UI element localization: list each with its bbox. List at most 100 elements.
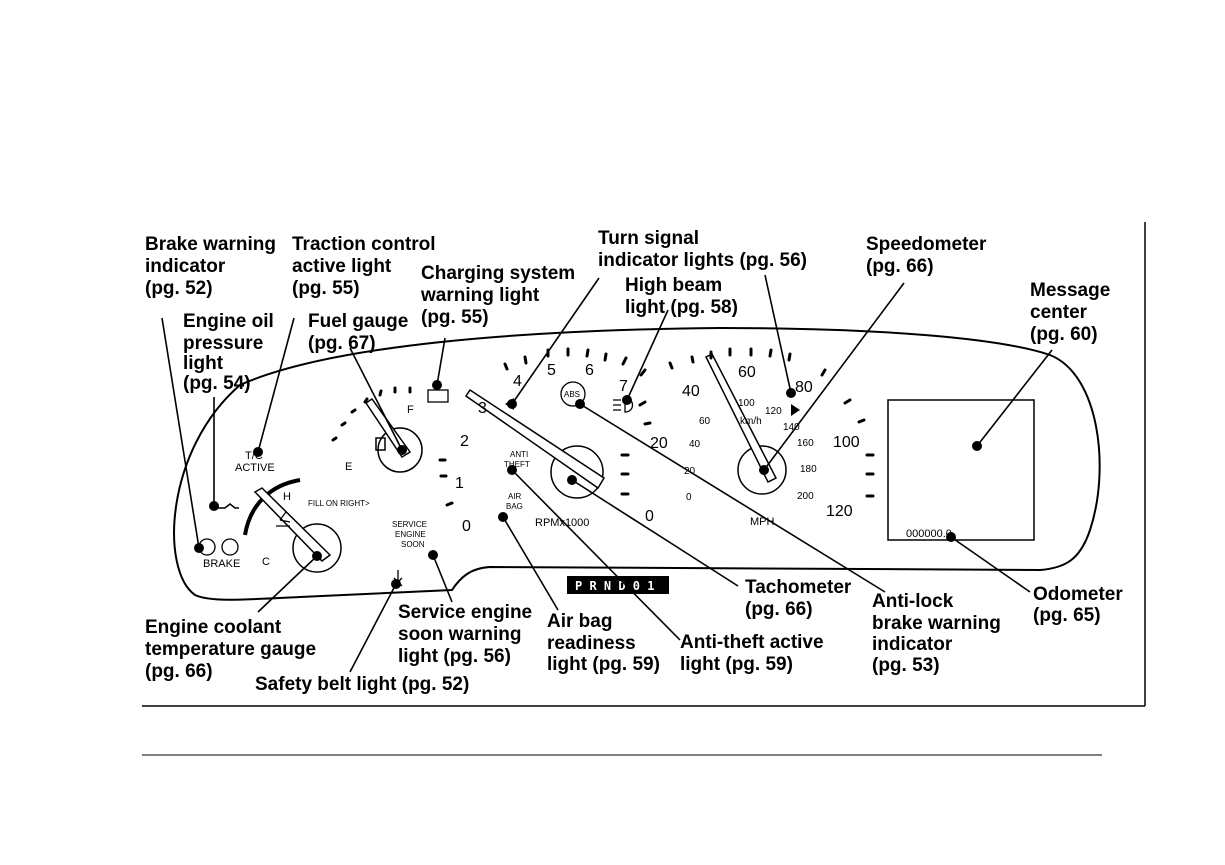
callout-charging-system: Charging system warning light (pg. 55) xyxy=(420,263,580,328)
leader-fuel-gauge xyxy=(349,347,403,451)
leader-dot xyxy=(946,532,956,542)
temp-cold-label: C xyxy=(262,556,270,568)
speedometer: 0 20 40 60 80 100 120 0 20 40 60 100 120… xyxy=(645,347,875,528)
air-bag-label-line: BAG xyxy=(506,502,523,511)
callout-odometer: Odometer (pg. 65) xyxy=(1033,584,1128,626)
leader-dot xyxy=(209,501,219,511)
callout-anti-theft: Anti-theft active light (pg. 59) xyxy=(680,632,829,675)
leader-safety-belt xyxy=(349,583,397,673)
callout-traction-control: Traction control active light (pg. 55) xyxy=(292,234,441,299)
leader-dot xyxy=(786,388,796,398)
tach-number: 4 xyxy=(513,373,522,390)
tach-number: 0 xyxy=(462,518,471,535)
leader-service-engine xyxy=(432,554,453,603)
callout-turn-signal: Turn signal indicator lights (pg. 56) xyxy=(598,228,807,271)
cluster-outline xyxy=(173,326,1101,601)
turn-right-arrow-icon xyxy=(791,404,800,416)
leader-odometer xyxy=(950,536,1031,593)
leader-turn-signal-right xyxy=(764,274,792,394)
callout-engine-coolant: Engine coolant temperature gauge (pg. 66… xyxy=(145,617,321,682)
leader-dot xyxy=(498,512,508,522)
leader-dot xyxy=(575,399,585,409)
odometer-readout: 000000.0 xyxy=(906,528,952,540)
callout-fuel-gauge: Fuel gauge (pg. 67) xyxy=(308,311,414,354)
kmh-number: 60 xyxy=(699,416,711,427)
tc-active-label-line: ACTIVE xyxy=(235,462,275,474)
leader-dot xyxy=(428,550,438,560)
speed-number: 100 xyxy=(833,434,860,451)
leader-engine-coolant xyxy=(257,555,318,613)
service-engine-label-line: ENGINE xyxy=(395,530,426,539)
callout-tachometer: Tachometer (pg. 66) xyxy=(745,577,857,620)
prndl-indicator-box xyxy=(567,576,669,594)
speed-number: 20 xyxy=(650,435,668,452)
leader-high-beam xyxy=(626,309,669,401)
prndl-indicator-text: P R N D 0 1 xyxy=(575,579,654,593)
leader-dot xyxy=(972,441,982,451)
tach-number: 2 xyxy=(460,433,469,450)
kmh-number: 160 xyxy=(797,438,814,449)
leader-dot xyxy=(312,551,322,561)
leader-dot xyxy=(759,465,769,475)
kmh-number: 200 xyxy=(797,491,814,502)
anti-theft-label-line: ANTI xyxy=(510,450,528,459)
service-engine-label-line: SERVICE xyxy=(392,520,427,529)
tach-number: 7 xyxy=(619,378,628,395)
rpm-unit-label: RPMx1000 xyxy=(535,517,589,529)
callout-brake-warning: Brake warning indicator (pg. 52) xyxy=(145,234,281,299)
message-center-display xyxy=(887,399,1035,541)
leader-speedometer xyxy=(763,282,905,471)
speed-number: 80 xyxy=(795,379,813,396)
oil-pressure-icon xyxy=(215,503,239,509)
leader-dot xyxy=(397,445,407,455)
coolant-symbol-icon xyxy=(276,511,291,527)
leader-dot xyxy=(432,380,442,390)
service-engine-label-line: SOON xyxy=(401,540,425,549)
leader-dot xyxy=(507,399,517,409)
kmh-number: 40 xyxy=(689,439,701,450)
brake-indicator-text: BRAKE xyxy=(203,558,240,570)
leader-anti-lock xyxy=(579,403,886,593)
tachometer: 0 1 2 3 4 5 6 7 RPMx1000 xyxy=(438,347,652,535)
kmh-number: 100 xyxy=(738,398,755,409)
callout-engine-oil: Engine oil pressure light (pg. 54) xyxy=(183,311,279,394)
leader-charging-system xyxy=(436,337,446,386)
air-bag-label-line: AIR xyxy=(508,492,522,501)
fuel-full-label: F xyxy=(407,404,414,416)
fuel-empty-label: E xyxy=(345,461,352,473)
high-beam-icon xyxy=(613,397,634,413)
temperature-gauge: H C xyxy=(243,478,342,573)
speed-number: 40 xyxy=(682,383,700,400)
mph-unit-label: MPH xyxy=(750,516,775,528)
leader-dot xyxy=(507,465,517,475)
kmh-unit-label: km/h xyxy=(740,416,762,427)
abs-light-ring xyxy=(560,381,586,407)
abs-light-label: ABS xyxy=(564,390,580,399)
speed-number: 120 xyxy=(826,503,853,520)
leader-message-center xyxy=(976,349,1053,447)
callout-anti-lock: Anti-lock brake warning indicator (pg. 5… xyxy=(872,591,1006,676)
tachometer-needle xyxy=(464,388,606,490)
temperature-needle xyxy=(253,487,332,562)
leader-dot xyxy=(391,579,401,589)
leader-dot xyxy=(567,475,577,485)
callout-high-beam: High beam light (pg. 58) xyxy=(625,275,738,318)
callout-air-bag: Air bag readiness light (pg. 59) xyxy=(547,611,660,675)
fill-on-right-label: FILL ON RIGHT> xyxy=(308,499,370,508)
leader-brake-warning xyxy=(161,317,200,549)
kmh-number: 120 xyxy=(765,406,782,417)
tach-number: 3 xyxy=(478,400,487,417)
callout-safety-belt: Safety belt light (pg. 52) xyxy=(255,674,469,695)
leader-tachometer xyxy=(571,479,739,587)
leader-traction-control xyxy=(257,317,295,453)
speed-number: 60 xyxy=(738,364,756,381)
charging-system-icon xyxy=(427,389,449,403)
callout-message-center: Message center (pg. 60) xyxy=(1030,280,1116,345)
tach-number: 1 xyxy=(455,475,464,492)
leader-dot xyxy=(622,395,632,405)
anti-theft-label-line: THEFT xyxy=(504,460,530,469)
leader-anti-theft xyxy=(511,469,681,641)
kmh-number: 0 xyxy=(686,492,692,503)
leader-dot xyxy=(253,447,263,457)
